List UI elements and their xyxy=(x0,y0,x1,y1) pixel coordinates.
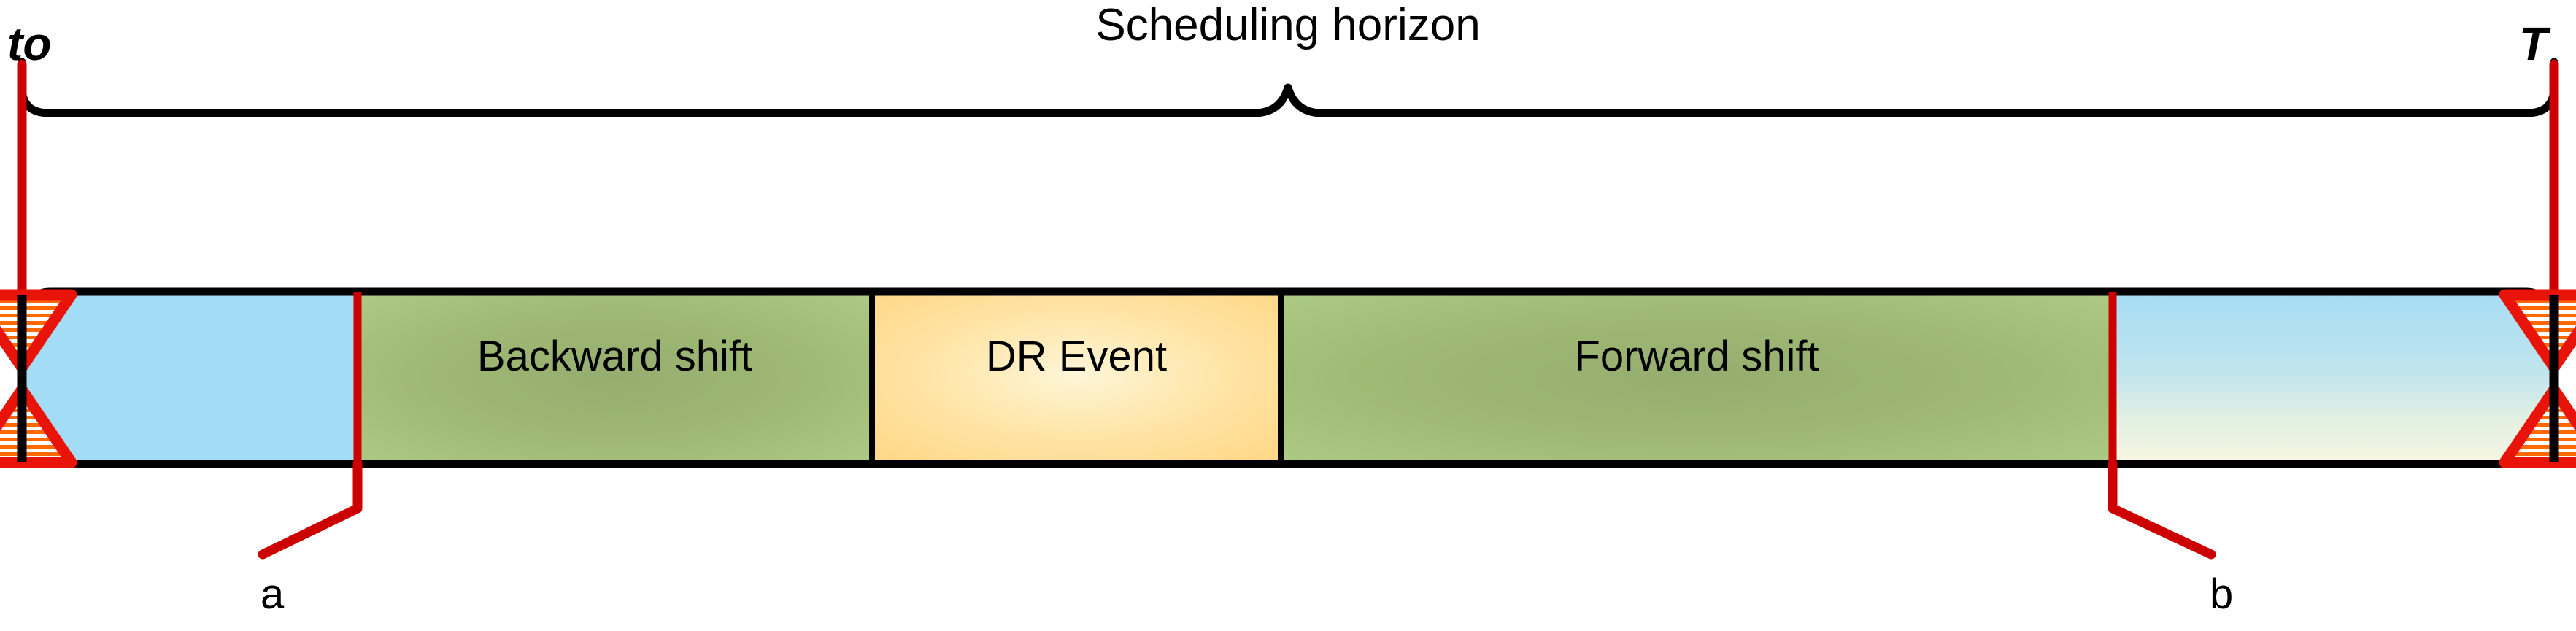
scheduling-horizon-label: Scheduling horizon xyxy=(1095,0,1481,50)
end-time-label: T xyxy=(2519,18,2548,70)
segment-pre-window xyxy=(22,292,358,464)
segment-dr-event xyxy=(872,292,1281,464)
bound-a-group xyxy=(258,292,363,560)
segment-post-window xyxy=(2113,292,2554,464)
bound-b-leader xyxy=(2108,459,2216,560)
bound-b-group xyxy=(2108,292,2216,560)
bound-b-label: b xyxy=(2210,570,2234,618)
timeline-bar xyxy=(22,292,2554,464)
bound-a-label: a xyxy=(261,570,285,618)
end-marker-group xyxy=(2499,59,2576,468)
start-marker-group xyxy=(0,59,77,468)
segment-forward-shift xyxy=(1281,292,2113,464)
segment-backward-shift xyxy=(358,292,872,464)
start-time-label: to xyxy=(7,18,52,70)
scheduling-horizon-brace xyxy=(18,58,2558,117)
bound-a-leader xyxy=(258,459,363,560)
